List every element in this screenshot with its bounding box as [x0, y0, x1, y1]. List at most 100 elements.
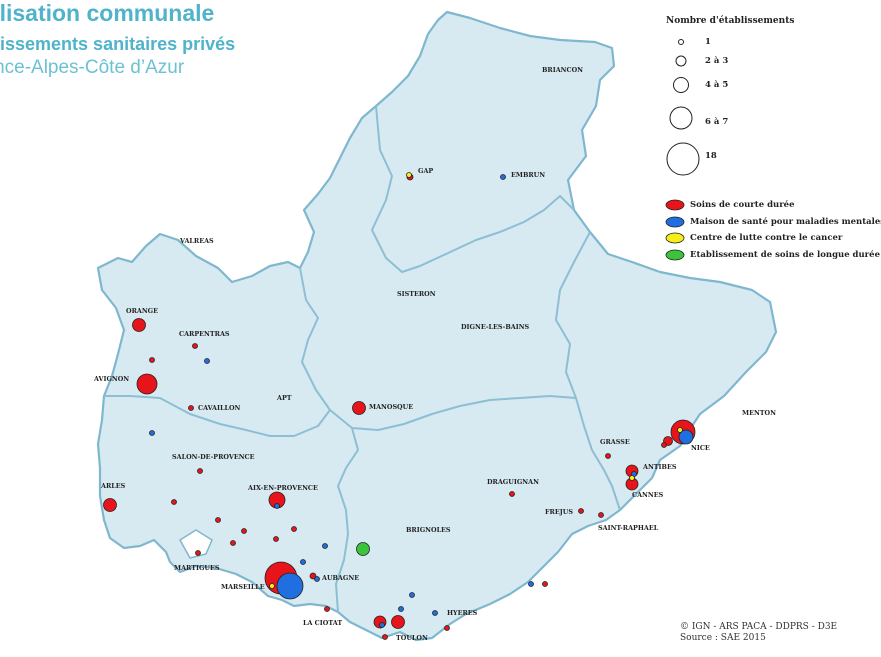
map-region: vence-Alpes-Côte d’Azur	[0, 57, 185, 78]
city-label: ORANGE	[126, 307, 158, 315]
bubble-aubagne-red	[309, 572, 317, 580]
city-labels: BRIANCON GAP EMBRUN VALREAS SISTERON ORA…	[93, 66, 776, 642]
bubble-aubagne-blue	[314, 576, 320, 582]
source-text: Source : SAE 2015	[680, 633, 766, 643]
city-label: TOULON	[396, 634, 428, 642]
bubble-salon-red	[197, 468, 203, 474]
city-label: CARPENTRAS	[179, 330, 230, 338]
city-label: EMBRUN	[511, 171, 545, 179]
legend-size-title: Nombre d'établissements	[666, 16, 795, 26]
bubble-aix-blue	[274, 503, 280, 509]
legend-swatch-yellow	[665, 232, 685, 244]
city-label: AIX-EN-PROVENCE	[247, 484, 318, 492]
city-label: MARSEILLE	[221, 583, 265, 591]
city-label: SALON-DE-PROVENCE	[172, 453, 255, 461]
city-label: ANTIBES	[642, 463, 677, 471]
bubble-red	[230, 540, 236, 546]
bubble-laciotat-red	[324, 606, 330, 612]
bubble-red	[171, 499, 177, 505]
legend-size-label: 18	[705, 151, 717, 161]
bubble-marseille-yellow	[269, 583, 275, 589]
city-label: LA CIOTAT	[303, 619, 342, 627]
city-label: GAP	[418, 167, 433, 175]
legend-swatch-red	[665, 199, 685, 211]
department-borders	[104, 105, 621, 613]
establishment-bubbles	[103, 172, 696, 640]
bubble-carpentras-blue	[204, 358, 210, 364]
bubble-manosque-red	[352, 401, 366, 415]
city-label: MANOSQUE	[369, 403, 413, 411]
bubble-blue	[409, 592, 415, 598]
bubble-grasse-red	[605, 453, 611, 459]
legend-size-label: 4 à 5	[705, 80, 729, 90]
bubble-saintraphael-red	[598, 512, 604, 518]
bubble-blue	[300, 559, 306, 565]
legend-swatch-green	[665, 249, 685, 261]
legend-category-symbols	[665, 199, 685, 261]
bubble-frejus-red	[578, 508, 584, 514]
bubble-toulon-blue	[379, 622, 385, 628]
bubble-blue	[432, 610, 438, 616]
legend-size-circle	[675, 55, 687, 67]
region-land	[96, 10, 778, 642]
legend-size-symbols	[666, 39, 700, 176]
bubble-cavaillon-red	[188, 405, 194, 411]
city-label: BRIGNOLES	[406, 526, 451, 534]
city-label: MENTON	[742, 409, 776, 417]
legend-size-circle	[678, 39, 684, 45]
city-label: APT	[276, 394, 292, 402]
city-label: SISTERON	[397, 290, 436, 298]
legend-size-label: 1	[705, 37, 711, 47]
city-label: BRIANCON	[542, 66, 583, 74]
bubble-embrun-blue	[500, 174, 506, 180]
city-label: NICE	[691, 444, 710, 452]
bubble-green	[356, 542, 370, 556]
bubble-red	[241, 528, 247, 534]
legend-size-label: 2 à 3	[705, 56, 729, 66]
bubble-red	[542, 581, 548, 587]
bubble-blue	[528, 581, 534, 587]
city-label: CANNES	[632, 491, 664, 499]
bubble-blue	[398, 606, 404, 612]
bubble-arles-red	[103, 498, 117, 512]
bubble-toulon-red2	[391, 615, 405, 629]
bubble-red	[195, 550, 201, 556]
legend-size-circle	[669, 106, 693, 130]
bubble-carpentras-red	[192, 343, 198, 349]
bubble-blue	[322, 543, 328, 549]
legend-size-circle	[673, 77, 689, 93]
bubble-draguignan-red	[509, 491, 515, 497]
bubble-nice-blue	[678, 429, 694, 445]
city-label: SAINT-RAPHAEL	[598, 524, 659, 532]
city-label: FREJUS	[545, 508, 573, 516]
city-label: AUBAGNE	[321, 574, 359, 582]
legend-category-label: Soins de courte durée	[690, 200, 795, 210]
bubble-red	[291, 526, 297, 532]
bubble-red	[215, 517, 221, 523]
city-label: AVIGNON	[93, 375, 129, 383]
bubble-nice-red-tiny	[661, 442, 667, 448]
city-label: ARLES	[100, 482, 126, 490]
bubble-red	[149, 357, 155, 363]
legend-category-label: Etablissement de soins de longue durée	[690, 250, 880, 260]
bubble-red	[273, 536, 279, 542]
city-label: MARTIGUES	[174, 564, 220, 572]
bubble-gap-yellow	[406, 172, 412, 178]
city-label: VALREAS	[179, 237, 214, 245]
bubble-red	[382, 634, 388, 640]
copyright-text: © IGN - ARS PACA - DDPRS - D3E	[680, 622, 838, 632]
city-label: CAVAILLON	[198, 404, 241, 412]
bubble-marseille-blue	[276, 572, 304, 600]
bubble-blue	[149, 430, 155, 436]
map-subtitle: ablissements sanitaires privés	[0, 34, 236, 54]
bubble-orange-red	[132, 318, 146, 332]
legend-size-label: 6 à 7	[705, 117, 729, 127]
legend-swatch-blue	[665, 216, 685, 228]
city-label: GRASSE	[600, 438, 630, 446]
bubble-cannes-yellow	[629, 475, 635, 481]
city-label: DIGNE-LES-BAINS	[461, 323, 530, 331]
bubble-avignon-red	[136, 373, 158, 395]
bubble-red	[444, 625, 450, 631]
lagoon	[178, 529, 213, 559]
map-title: calisation communale	[0, 0, 215, 26]
